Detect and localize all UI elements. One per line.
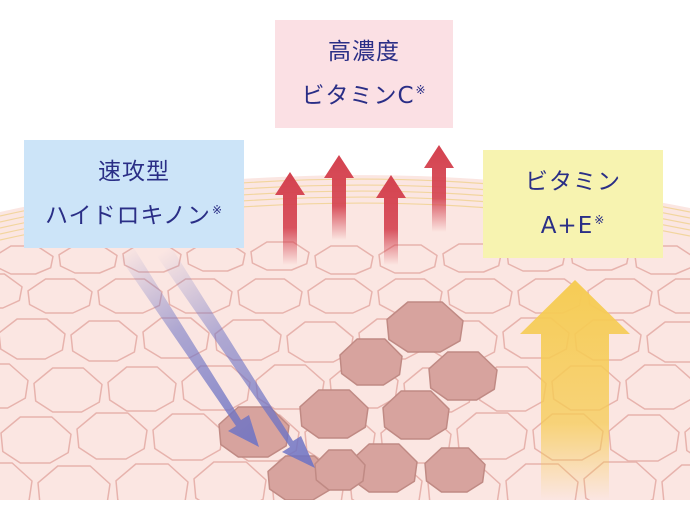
skin-cell xyxy=(646,321,690,363)
skin-cell xyxy=(152,413,224,461)
vitamin-c-arrow-2 xyxy=(324,155,354,240)
hydroquinone-arrows xyxy=(116,245,315,468)
skin-cell xyxy=(193,461,267,505)
skin-cell xyxy=(0,273,23,309)
skin-cell xyxy=(447,278,513,314)
vitamin-c-arrow-4 xyxy=(424,145,454,232)
vitamin-ae-line2: A+E※ xyxy=(541,201,606,245)
hydroquinone-line1: 速攻型 xyxy=(98,159,170,185)
hydroquinone-name: ハイドロキノン xyxy=(45,203,211,229)
vitamin-c-line2: ビタミンC※ xyxy=(301,71,426,115)
vitamin-c-arrow-3 xyxy=(376,175,406,265)
hydroquinone-arrow-1 xyxy=(116,245,259,447)
melanin-cell xyxy=(299,389,369,439)
skin-cell xyxy=(0,318,66,360)
skin-cell xyxy=(0,245,54,275)
hydroquinone-arrow-2 xyxy=(154,245,315,468)
skin-cell xyxy=(456,412,528,460)
skin-cell xyxy=(115,463,189,505)
skin-cell xyxy=(250,241,310,271)
hydroquinone-label: 速攻型 ハイドロキノン※ xyxy=(24,140,244,248)
skin-cell xyxy=(661,464,690,505)
skin-cell xyxy=(625,364,690,410)
vitamin-ae-note-mark: ※ xyxy=(594,213,606,227)
skin-cell xyxy=(76,412,148,460)
skin-cell xyxy=(70,320,138,362)
melanin-cell xyxy=(386,301,464,353)
vitamin-c-line1: 高濃度 xyxy=(328,39,400,65)
skin-cell xyxy=(37,465,111,505)
vitamin-ae-line1: ビタミン xyxy=(525,169,621,195)
vitamin-c-arrows xyxy=(275,145,454,265)
skin-cell xyxy=(0,416,72,464)
melanin-cell xyxy=(339,338,403,386)
skin-cell xyxy=(608,414,680,462)
vitamin-c-name: ビタミンC xyxy=(301,83,415,109)
skin-cell xyxy=(27,278,93,314)
skin-cell xyxy=(33,367,103,413)
vitamin-c-note-mark: ※ xyxy=(415,83,427,97)
skin-cell xyxy=(307,278,373,314)
melanin-cell xyxy=(382,390,450,440)
hydroquinone-note-mark: ※ xyxy=(211,203,223,217)
skin-cell xyxy=(0,363,29,409)
skin-cell xyxy=(657,278,690,314)
vitamin-ae-arrow xyxy=(520,280,630,500)
vitamin-c-label: 高濃度 ビタミンC※ xyxy=(275,20,453,128)
melanin-cell xyxy=(314,449,366,491)
melanin-cells xyxy=(218,301,498,501)
skin-cell xyxy=(684,426,690,454)
skin-cell xyxy=(107,366,177,412)
vitamin-c-arrow-1 xyxy=(275,172,305,265)
skin-cell xyxy=(58,244,118,274)
melanin-cell xyxy=(424,447,486,493)
hydroquinone-line2: ハイドロキノン※ xyxy=(45,191,223,235)
skin-cell xyxy=(314,245,374,275)
vitamin-ae-name: A+E xyxy=(540,213,594,239)
skin-cell xyxy=(286,321,354,363)
skin-cell xyxy=(0,462,33,505)
melanin-cell xyxy=(428,351,498,401)
vitamin-ae-label: ビタミン A+E※ xyxy=(483,150,663,258)
skin-cell xyxy=(237,278,303,314)
